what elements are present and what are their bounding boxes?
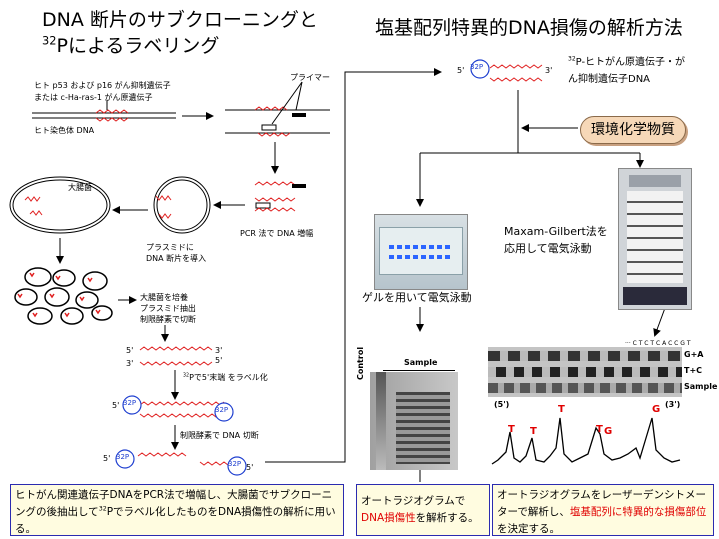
primer-top — [292, 113, 306, 117]
chromosome-dna — [32, 100, 176, 122]
autoradiogram-photo — [370, 372, 458, 470]
labeled-dna-right — [470, 59, 543, 82]
culture-label-3: 制限酵素で切断 — [140, 315, 196, 324]
summary-box-middle: オートラジオグラムで DNA損傷性を解析する。 — [356, 484, 490, 536]
right-end-5: 5' — [457, 66, 465, 75]
box2-text: オートラジオグラムで — [361, 495, 466, 507]
box1-text: ヒトがん関連遺伝子DNAをPCR法で増幅し、大腸菌でサブクローニングの後抽出して — [15, 489, 333, 518]
summary-box-left: ヒトがん関連遺伝子DNAをPCR法で増幅し、大腸菌でサブクローニングの後抽出して… — [10, 484, 344, 536]
box3-text2: を決定する。 — [497, 523, 560, 535]
sequence-readout: ··· C T C T C A C C G T — [625, 340, 691, 347]
gel-label: ゲルを用いて電気泳動 — [362, 291, 472, 304]
sample-label-gel: Sample — [404, 358, 438, 367]
end-5-a: 5' — [126, 346, 134, 355]
box2-text2: を解析する。 — [415, 512, 479, 524]
label-step-sup: 32 — [183, 373, 190, 379]
p32-badge-right: 32P — [470, 63, 484, 71]
ecoli-cell — [9, 176, 111, 234]
left-title-line1: DNA 断片のサブクローニングと — [42, 9, 318, 31]
box1-sup: 32 — [98, 505, 107, 513]
control-label: Control — [356, 346, 365, 380]
label-step: 32Pで5'末端 をラベル化 — [183, 372, 268, 383]
culture-label-2: プラスミド抽出 — [140, 304, 196, 313]
denatured-strands — [225, 81, 330, 137]
extracted-fragment — [139, 346, 213, 366]
box3-red: 塩基配列に特異的な損傷部位 — [569, 506, 707, 518]
box1-text2: Pでラベル化したものをDNA損傷性の解析に用いる。 — [15, 506, 336, 535]
p32-badge-1: 32P — [123, 399, 137, 407]
end-5-e: 5' — [246, 463, 254, 472]
right-title: 塩基配列特異的DNA損傷の解析方法 — [375, 17, 683, 39]
p32-badge-3: 32P — [116, 453, 130, 461]
lane-ga: G+A — [684, 350, 704, 359]
p32-badge-2: 32P — [215, 406, 229, 414]
gene-label-2: または c-Ha-ras-1 がん原遺伝子 — [34, 93, 153, 102]
end-5-b: 5' — [215, 356, 223, 365]
labeled-fragment — [122, 395, 234, 422]
pcr-fragments — [254, 181, 306, 212]
end-5-d: 5' — [103, 454, 111, 463]
lane-tc: T+C — [684, 366, 703, 375]
maxam-label-1: Maxam-Gilbert法を — [504, 225, 608, 238]
env-chem-badge: 環境化学物質 — [580, 116, 686, 144]
plasmid-label-1: プラスミドに — [146, 243, 194, 252]
cut-fragment — [115, 449, 247, 476]
left-title-sup: 32 — [42, 33, 57, 48]
peak-t-4: T — [596, 424, 603, 435]
gel-photo — [374, 214, 468, 290]
flow-to-right-column — [265, 68, 442, 463]
gene-note-1: 32P-ヒトがん原遺伝子・が — [568, 56, 685, 70]
gene-note-rest: P-ヒトがん原遺伝子・が — [575, 57, 686, 68]
plasmid — [153, 176, 211, 234]
primer-label: プライマー — [290, 73, 330, 82]
primer-bottom — [261, 124, 277, 131]
cultured-cells — [14, 267, 113, 325]
sequencer-photo — [618, 168, 692, 310]
ecoli-label: 大腸菌 — [68, 183, 92, 192]
cut-step-label: 制限酵素で DNA 切断 — [180, 431, 259, 440]
left-title-rest: Pによるラベリング — [56, 35, 220, 57]
box2-red: DNA損傷性 — [361, 512, 416, 524]
peak-g-2: G — [652, 404, 661, 415]
trace-5-end: (5') — [494, 400, 510, 409]
left-title-line2: 32Pによるラベリング — [42, 34, 219, 58]
box3-text: オートラジオグラムをレーザーデンシトメーターで解析し、 — [497, 489, 707, 518]
end-3-b: 3' — [126, 359, 134, 368]
peak-t-1: T — [508, 424, 515, 435]
gene-label-1: ヒト p53 および p16 がん抑制遺伝子 — [34, 81, 171, 90]
trace-3-end: (3') — [665, 400, 681, 409]
maxam-label-2: 応用して電気泳動 — [504, 242, 592, 255]
end-5-c: 5' — [112, 401, 120, 410]
right-end-3: 3' — [545, 66, 553, 75]
peak-g-1: G — [604, 426, 613, 437]
plasmid-label-2: DNA 断片を導入 — [146, 254, 207, 263]
pcr-label: PCR 法で DNA 増幅 — [240, 229, 314, 238]
label-step-rest: Pで5'末端 をラベル化 — [189, 373, 268, 382]
arrow-seq-to-bands — [653, 307, 666, 337]
densitometer-trace — [491, 417, 681, 465]
p32-badge-4: 32P — [228, 460, 242, 468]
gene-note-2: ん抑制遺伝子DNA — [568, 74, 651, 85]
peak-t-2: T — [530, 426, 537, 437]
chromosome-label: ヒト染色体 DNA — [34, 126, 95, 135]
end-3-a: 3' — [215, 346, 223, 355]
band-gel-photo — [488, 347, 682, 397]
summary-box-right: オートラジオグラムをレーザーデンシトメーターで解析し、塩基配列に特異的な損傷部位… — [492, 484, 714, 536]
lane-sample: Sample — [684, 382, 718, 391]
culture-label-1: 大腸菌を培養 — [140, 293, 188, 302]
peak-t-3: T — [558, 404, 565, 415]
sample-bracket — [383, 370, 455, 371]
gene-note-sup: 32 — [568, 55, 576, 63]
